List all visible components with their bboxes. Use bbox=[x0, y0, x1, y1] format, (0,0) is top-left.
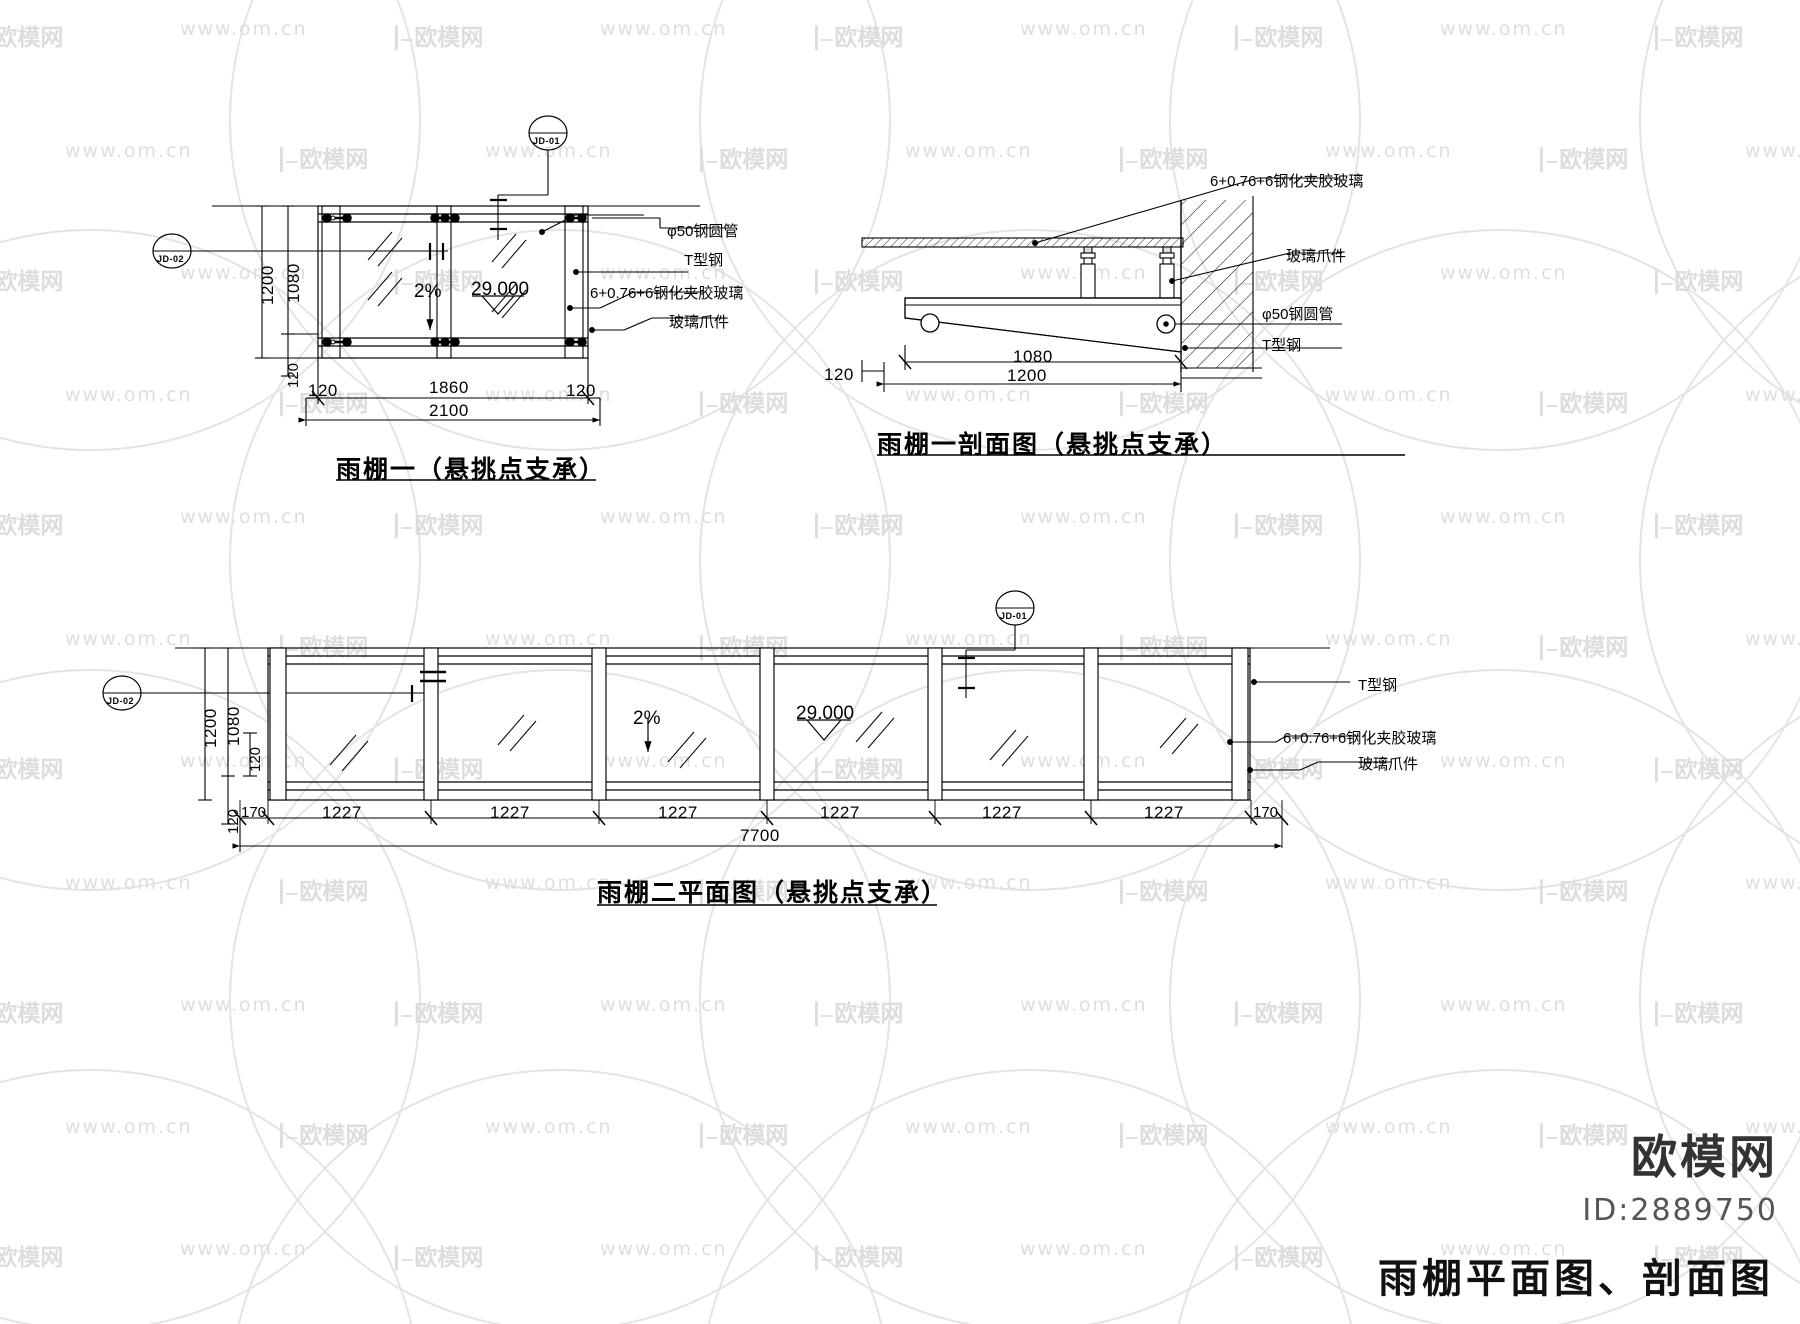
dim-chain-170-left: 170 bbox=[241, 804, 267, 821]
dim-chain-1227-5: 1227 bbox=[982, 803, 1022, 822]
level-mark-view1: 29.000 bbox=[471, 279, 530, 300]
note-glass-view2: 6+0.76+6钢化夹胶玻璃 bbox=[1210, 173, 1364, 190]
view-title-canopy2-plan: 雨棚二平面图（悬挑点支承） bbox=[597, 879, 949, 907]
dim-h1-120-right: 120 bbox=[566, 381, 596, 400]
dim-chain-1227-1: 1227 bbox=[322, 803, 362, 822]
note-claw-view1: 玻璃爪件 bbox=[669, 314, 730, 331]
view-title-canopy1-section: 雨棚一剖面图（悬挑点支承） bbox=[877, 431, 1229, 459]
dim-chain-1227-2: 1227 bbox=[490, 803, 530, 822]
note-glass-view1: 6+0.76+6钢化夹胶玻璃 bbox=[590, 285, 744, 302]
note-tsteel-view2: T型钢 bbox=[1262, 337, 1302, 354]
dim-v3-120-upper: 120 bbox=[247, 746, 264, 772]
dim-v1-120: 120 bbox=[285, 362, 302, 388]
sheet-main-title: 雨棚平面图、剖面图 bbox=[1378, 1256, 1774, 1302]
note-glass-view3: 6+0.76+6钢化夹胶玻璃 bbox=[1283, 730, 1437, 747]
dim-v3-120-lower: 120 bbox=[225, 808, 242, 834]
view-title-canopy1-plan: 雨棚一（悬挑点支承） bbox=[336, 456, 607, 484]
slope-mark-view1: 2% bbox=[414, 281, 442, 302]
dim-chain-1227-6: 1227 bbox=[1144, 803, 1184, 822]
model-id-label: ID:2889750 bbox=[1582, 1193, 1778, 1228]
dim-h2-1200: 1200 bbox=[1007, 366, 1047, 385]
dim-chain-170-right: 170 bbox=[1253, 804, 1279, 821]
note-claw-view3: 玻璃爪件 bbox=[1358, 756, 1419, 773]
bubble-jd02-label-view3: JD-02 bbox=[107, 696, 135, 706]
dim-h1-120-left: 120 bbox=[308, 381, 338, 400]
slope-mark-view3: 2% bbox=[633, 708, 661, 729]
note-claw-view2: 玻璃爪件 bbox=[1286, 248, 1347, 265]
brand-name: 欧模网 bbox=[1631, 1130, 1778, 1184]
dim-v3-1080: 1080 bbox=[224, 706, 243, 746]
note-pipe-view2: φ50钢圆管 bbox=[1262, 306, 1334, 323]
bubble-jd01-label: JD-01 bbox=[533, 136, 561, 146]
dim-h2-120: 120 bbox=[824, 365, 854, 384]
level-mark-view3: 29.000 bbox=[796, 703, 855, 724]
brand-block: 欧模网 ID:2889750 bbox=[1582, 1121, 1778, 1228]
dim-total-7700: 7700 bbox=[740, 826, 780, 845]
dim-chain-1227-3: 1227 bbox=[658, 803, 698, 822]
dim-v3-1200: 1200 bbox=[201, 708, 220, 748]
dim-h2-1080: 1080 bbox=[1013, 347, 1053, 366]
note-tsteel-view3: T型钢 bbox=[1358, 677, 1398, 694]
dim-h1-1860: 1860 bbox=[429, 378, 469, 397]
dim-h1-2100: 2100 bbox=[429, 401, 469, 420]
dim-v1-1200: 1200 bbox=[258, 265, 277, 305]
dim-v1-1080: 1080 bbox=[284, 263, 303, 303]
bubble-jd02-label: JD-02 bbox=[157, 254, 185, 264]
note-tsteel-view1: T型钢 bbox=[684, 252, 724, 269]
note-pipe-view1: φ50钢圆管 bbox=[667, 223, 739, 240]
dim-chain-1227-4: 1227 bbox=[820, 803, 860, 822]
bubble-jd01-label-view3: JD-01 bbox=[1000, 611, 1028, 621]
